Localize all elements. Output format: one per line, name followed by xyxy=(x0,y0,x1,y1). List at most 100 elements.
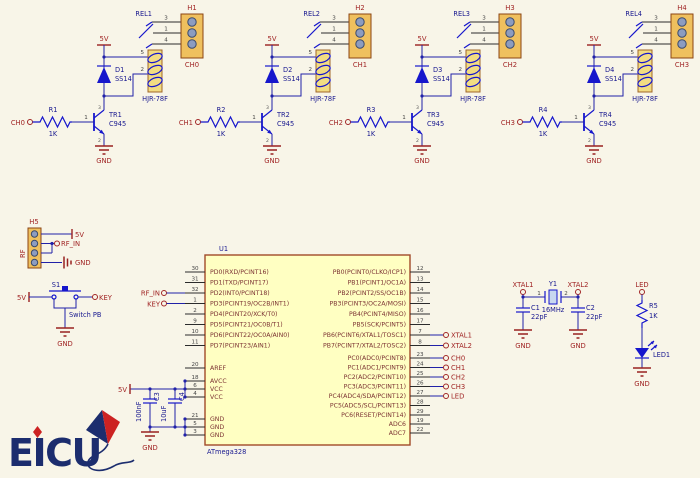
power-5v-label: 5V xyxy=(418,35,427,43)
push-switch: 5V S1 KEY Switch PB GND xyxy=(17,281,113,348)
crystal-pin-number: 2 xyxy=(564,291,568,297)
relay-driver-circuit: 5V 5 2 D2 SS14 1 3 2 TR2 C9 xyxy=(179,4,372,165)
relay-designator: REL3 xyxy=(453,10,470,18)
relay-coil-icon xyxy=(465,49,481,93)
mcu-left-pins: 30 PD0(RXD/PCINT16) 31 PD1(TXD/PCINT17) … xyxy=(185,266,290,350)
diode-icon xyxy=(265,67,279,83)
header-side-label: RF xyxy=(19,249,27,258)
mcu-pin-row: 7 PB6(PCINT6/XTAL1/TOSC1) xyxy=(323,329,430,339)
capacitor-value: 22pF xyxy=(586,313,603,321)
relay-pin-number: 1 xyxy=(482,27,486,33)
header-designator: H2 xyxy=(355,4,364,12)
output-header xyxy=(348,13,372,59)
capacitor-value: 22pF xyxy=(531,313,548,321)
relay-pin-number: 1 xyxy=(164,27,168,33)
net-terminal-icon xyxy=(575,289,581,295)
pin-number: 22 xyxy=(416,427,423,433)
diode-designator: D4 xyxy=(605,66,614,74)
header-designator: H3 xyxy=(505,4,514,12)
pin-label: ADC6 xyxy=(389,421,406,428)
gnd-symbol: GND xyxy=(263,145,281,165)
net-terminal-label: CH0 xyxy=(451,355,465,363)
relay-part: HJR-78F xyxy=(142,95,168,103)
transistor-pin-number: 1 xyxy=(402,115,406,121)
net-terminal-icon xyxy=(443,383,449,390)
resistor-icon xyxy=(350,115,390,129)
pin-number: 25 xyxy=(416,371,424,377)
crystal-icon xyxy=(544,289,562,305)
transistor-emitter-arrow xyxy=(589,129,594,134)
pin-number: 13 xyxy=(416,277,424,283)
relay-pin-number: 1 xyxy=(654,27,658,33)
xtal1-label: XTAL1 xyxy=(513,281,534,289)
pin-label: PD0(RXD/PCINT16) xyxy=(210,269,269,276)
relay-pin-number: 4 xyxy=(332,38,336,44)
pin-number: 7 xyxy=(418,329,422,335)
channel-input-label: CH3 xyxy=(501,119,515,127)
diode-part: SS14 xyxy=(605,75,622,83)
net-terminal-icon xyxy=(345,119,351,125)
crystal-value: 16MHz xyxy=(542,306,565,314)
mcu-pin-row: 30 PD0(RXD/PCINT16) xyxy=(185,266,269,276)
power-5v-label: 5V xyxy=(75,231,84,239)
pin-number: 5 xyxy=(193,421,197,427)
pin-label: ADC7 xyxy=(389,430,406,437)
mcu-pin-row: 29 PC6(RESET/PCINT14) xyxy=(341,409,430,419)
net-terminal-icon xyxy=(517,119,523,125)
pin-number: 32 xyxy=(191,287,198,293)
gnd-symbol: GND xyxy=(633,367,651,388)
relay-designator: REL1 xyxy=(135,10,152,18)
header-net-label: CH2 xyxy=(503,61,517,69)
transistor-part: C945 xyxy=(427,120,444,128)
mcu-pin-row: 32 PD2(INT0/PCINT18) xyxy=(185,287,270,297)
led-net-label: LED xyxy=(635,281,648,289)
diode-icon xyxy=(97,67,111,83)
mcu-right-net-terminals: XTAL1 XTAL2 CH0 CH1 CH2 CH3 xyxy=(430,332,472,401)
pin-number: 20 xyxy=(191,362,199,368)
mcu-pin-row: 22 ADC7 xyxy=(389,427,430,437)
diode-icon xyxy=(415,67,429,83)
power-5v-label: 5V xyxy=(118,386,127,394)
mcu-pin-row: 15 PB3(PCINT3/OC2A/MOSI) xyxy=(330,298,430,308)
transistor-part: C945 xyxy=(109,120,126,128)
net-terminal-icon xyxy=(443,342,449,349)
pin-number: 19 xyxy=(416,418,424,424)
mcu-pin-row: 26 PC3(ADC3/PCINT11) xyxy=(344,381,430,391)
pin-number: 17 xyxy=(416,319,424,325)
pin-label: PD6(PCINT22/OC0A/AIN0) xyxy=(210,332,290,339)
pin-number: 16 xyxy=(416,308,424,314)
mcu-pin-row: 4 VCC xyxy=(185,391,223,401)
mcu-pin-row: 31 PD1(TXD/PCINT17) xyxy=(185,277,268,287)
gnd-symbol: GND xyxy=(585,145,603,165)
switch-label: Switch PB xyxy=(69,311,102,319)
net-terminal-icon xyxy=(27,119,33,125)
resistor-designator: R4 xyxy=(539,106,548,114)
resistor-icon xyxy=(522,115,562,129)
diode-icon xyxy=(587,67,601,83)
transistor-part: C945 xyxy=(599,120,616,128)
pin-number: 24 xyxy=(416,362,424,368)
relay-coil-icon xyxy=(315,49,331,93)
coil-pin-number: 5 xyxy=(308,50,312,56)
mcu-pin-row: 21 GND xyxy=(185,413,224,423)
relay-pin-number: 4 xyxy=(164,38,168,44)
relay-part: HJR-78F xyxy=(310,95,336,103)
pin-label: PD7(PCINT23/AIN1) xyxy=(210,343,270,350)
transistor-designator: TR4 xyxy=(598,111,612,119)
gnd-label: GND xyxy=(586,157,602,165)
gnd-symbol: GND xyxy=(63,256,91,269)
mcu-pin-row: 20 AREF xyxy=(185,362,226,372)
pin-number: 6 xyxy=(193,383,197,389)
pin-label: PC5(ADC5/SCL/PCINT13) xyxy=(330,403,406,410)
pin-label: PC3(ADC3/PCINT11) xyxy=(344,384,406,391)
resistor-icon xyxy=(32,115,72,129)
gnd-label: GND xyxy=(634,380,650,388)
output-header xyxy=(498,13,522,59)
gnd-symbol: GND xyxy=(95,145,113,165)
transistor-emitter-arrow xyxy=(267,129,272,134)
pin-label: PB7(PCINT7/XTAL2/TOSC2) xyxy=(323,343,406,350)
net-terminal: CH3 xyxy=(430,383,465,391)
pin-label: PC0(ADC0/PCINT8) xyxy=(348,355,406,362)
transistor-part: C945 xyxy=(277,120,294,128)
